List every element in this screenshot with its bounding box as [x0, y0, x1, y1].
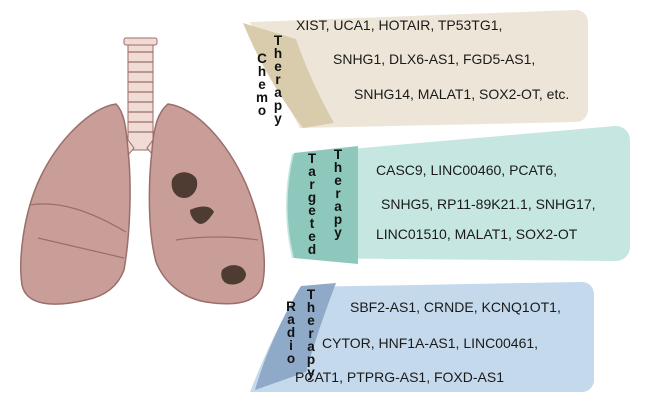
label-letter: p: [306, 352, 316, 367]
tumor-icon: [171, 172, 198, 198]
label-letter: a: [308, 164, 316, 179]
lung-fissures: [29, 203, 259, 259]
label-letter: d: [307, 242, 317, 257]
label-letter: r: [335, 186, 341, 201]
label-letter: o: [286, 351, 296, 366]
label-letter: g: [307, 190, 317, 205]
label-letter: h: [257, 64, 267, 79]
label-letter: e: [258, 77, 266, 92]
label-letter: T: [307, 151, 317, 166]
label-letter: t: [309, 216, 315, 231]
label-letter: e: [308, 203, 316, 218]
label-letter: p: [333, 212, 343, 227]
chemo-gene-line: XIST, UCA1, HOTAIR, TP53TG1,: [296, 17, 503, 33]
label-letter: T: [273, 33, 283, 48]
targeted-band: [286, 125, 631, 262]
label-letter: e: [308, 229, 316, 244]
label-letter: r: [275, 72, 281, 87]
targeted-label-wedge: [287, 146, 358, 264]
label-letter: R: [286, 299, 296, 314]
label-letter: d: [286, 325, 296, 340]
tumor-icon: [221, 265, 246, 285]
right-lung: [20, 103, 131, 305]
targeted-gene-line: CASC9, LINC00460, PCAT6,: [376, 162, 558, 178]
label-letter: y: [307, 365, 315, 380]
label-letter: a: [274, 85, 282, 100]
targeted-gene-line: SNHG5, RP11-89K21.1, SNHG17,: [381, 196, 596, 212]
label-letter: h: [306, 300, 316, 315]
tumor-markers: [171, 172, 246, 285]
label-letter: a: [287, 312, 295, 327]
targeted-gene-line: LINC01510, MALAT1, SOX2-OT: [376, 226, 578, 242]
label-letter: C: [257, 51, 267, 66]
label-letter: T: [333, 147, 343, 162]
label-letter: h: [333, 160, 343, 175]
label-letter: h: [273, 46, 283, 61]
radio-gene-line: CYTOR, HNF1A-AS1, LINC00461,: [322, 335, 539, 351]
left-lung: [148, 103, 266, 305]
label-letter: T: [306, 287, 316, 302]
lung-illustration: [20, 37, 266, 305]
label-letter: m: [255, 90, 268, 105]
chemo-gene-line: SNHG14, MALAT1, SOX2-OT, etc.: [354, 86, 570, 102]
radio-gene-line: SBF2-AS1, CRNDE, KCNQ1OT1,: [350, 299, 561, 315]
label-letter: a: [334, 199, 342, 214]
label-letter: e: [334, 173, 342, 188]
chemo-gene-line: SNHG1, DLX6-AS1, FGD5-AS1,: [333, 51, 536, 67]
radio-band: [250, 282, 594, 392]
label-letter: r: [308, 326, 314, 341]
chemo-label-wedge: [243, 23, 334, 128]
tumor-icon: [190, 206, 214, 224]
radio-label-wedge: [255, 283, 336, 390]
label-letter: e: [274, 59, 282, 74]
label-letter: a: [307, 339, 315, 354]
label-letter: o: [257, 103, 267, 118]
chemo-band: [250, 9, 589, 129]
radio-gene-line: PCAT1, PTPRG-AS1, FOXD-AS1: [295, 369, 505, 385]
label-letter: y: [334, 225, 342, 240]
label-letter: e: [307, 313, 315, 328]
label-letter: p: [273, 98, 283, 113]
label-letter: i: [289, 338, 293, 353]
label-letter: y: [274, 111, 282, 126]
label-letter: r: [309, 177, 315, 192]
